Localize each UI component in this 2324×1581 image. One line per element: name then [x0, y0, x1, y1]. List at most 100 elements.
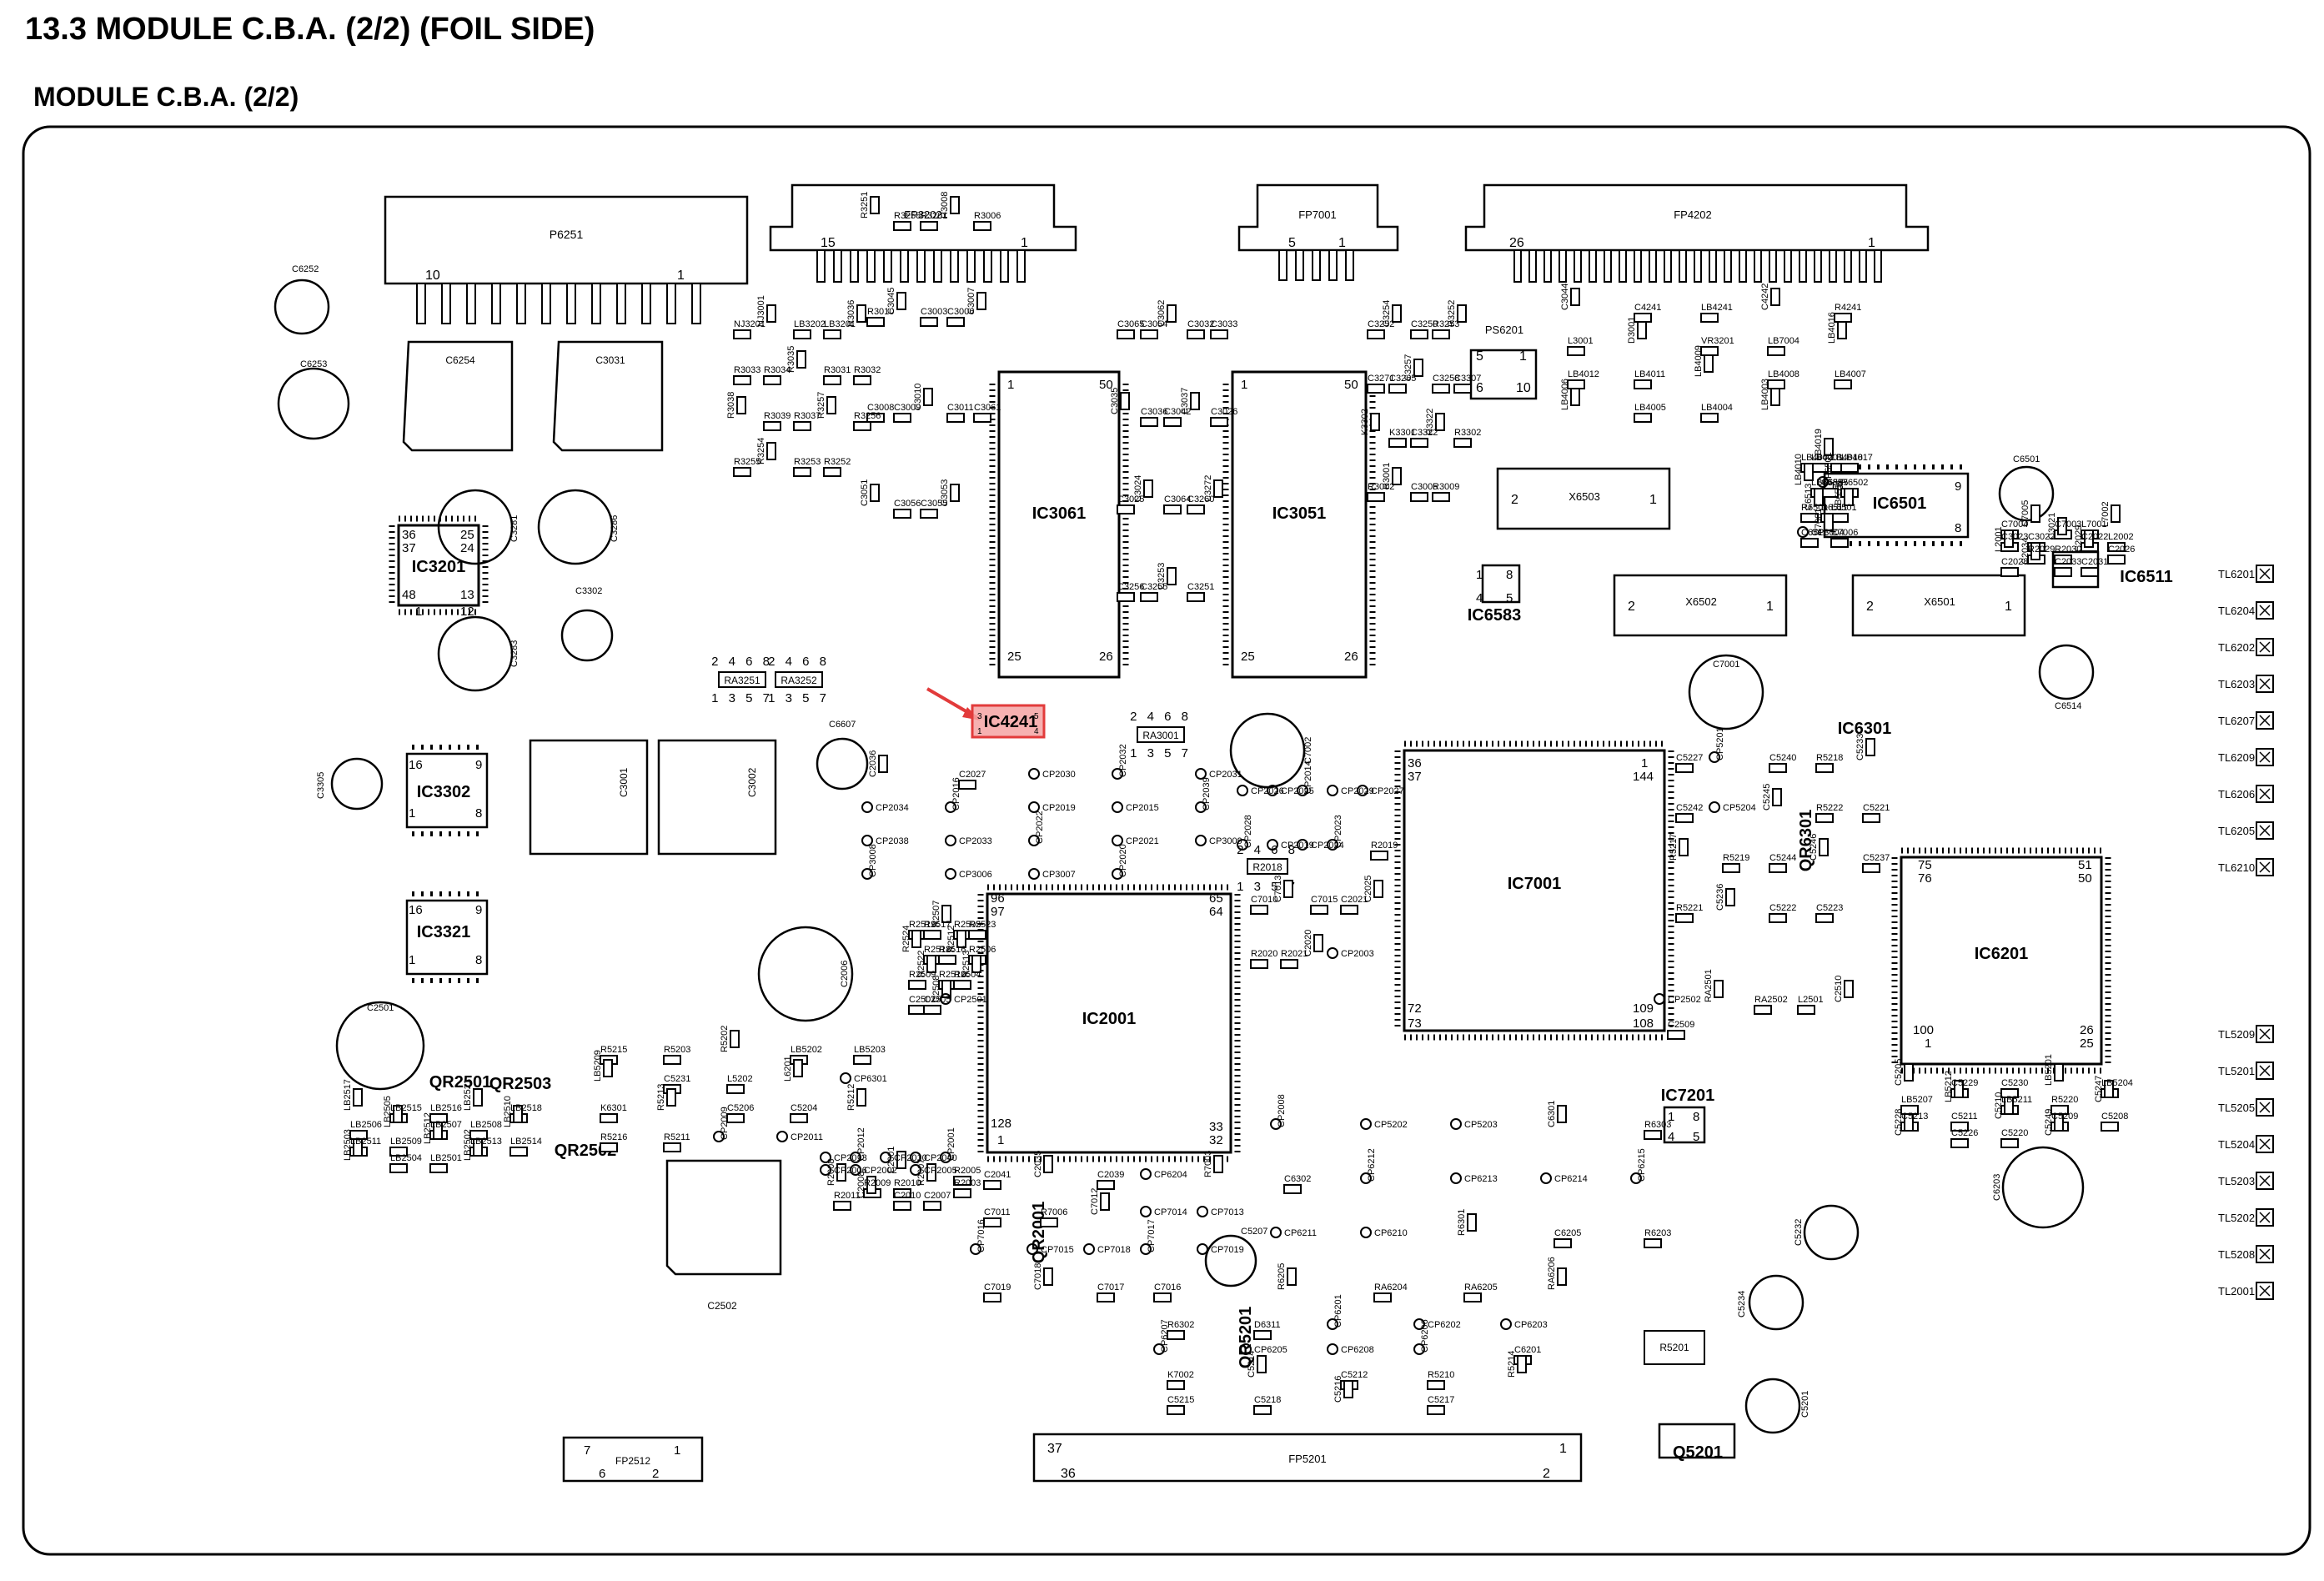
smd-pad — [946, 413, 965, 423]
svg-text:FP3202: FP3202 — [904, 208, 942, 221]
svg-text:1: 1 — [1519, 349, 1527, 364]
test-point-pad — [2256, 675, 2274, 693]
smd-pad — [941, 905, 951, 923]
smd-pad — [603, 1059, 613, 1077]
component-ref-label: R3255 — [734, 457, 760, 467]
component-ref-label: R5219 — [1723, 853, 1749, 863]
component-ref-label: R3322 — [1425, 409, 1435, 435]
svg-text:9: 9 — [475, 758, 482, 772]
smd-pad — [1797, 1005, 1815, 1015]
smd-pad — [1373, 880, 1383, 898]
component-ref-label: CP2029 — [1341, 786, 1374, 796]
crystal-x6502: X6502 2 1 — [1613, 574, 1788, 637]
component-ref-label: C5228 — [1894, 1109, 1904, 1136]
smd-pad — [1097, 1292, 1115, 1302]
check-point-pad — [1327, 839, 1338, 851]
smd-pad — [733, 467, 751, 477]
smd-pad — [893, 221, 911, 231]
smd-pad — [1667, 1030, 1685, 1040]
smd-pad — [663, 1055, 681, 1065]
smd-pad — [1367, 384, 1385, 394]
component-ref-label: C7006 — [1831, 528, 1858, 538]
component-ref-label: R3032 — [854, 365, 881, 375]
svg-text:FP5201: FP5201 — [1288, 1453, 1327, 1465]
ic3051-body — [1231, 370, 1368, 679]
component-ref-label: C2035 — [1033, 1151, 1043, 1177]
q5201-label: Q5201 — [1673, 1443, 1723, 1462]
component-ref-label: CP6212 — [1367, 1148, 1377, 1182]
component-ref-label: K3302 — [1360, 409, 1370, 435]
smd-pad — [973, 413, 991, 423]
connector-fp4202: FP4202 26 1 — [1464, 183, 1930, 283]
smd-pad — [950, 484, 960, 502]
test-point-mark — [2259, 1212, 2271, 1223]
smd-pad — [1370, 413, 1380, 431]
component-ref-label: C5209 — [2051, 1112, 2078, 1122]
component-ref-label: L2001 — [1994, 526, 2004, 552]
check-point-pad — [1140, 1206, 1152, 1217]
component-ref-label: R3037 — [794, 411, 821, 421]
component-ref-label: C3255 — [1141, 582, 1167, 592]
component-ref-label: LB4005 — [1634, 403, 1666, 413]
smd-pad — [2054, 567, 2072, 577]
check-point-pad — [1360, 1118, 1372, 1130]
smd-pad — [853, 1055, 871, 1065]
component-ref-label: CP6301 — [854, 1074, 887, 1084]
component-ref-label: R5212 — [846, 1084, 856, 1111]
component-ref-label: C3258 — [1433, 374, 1459, 384]
svg-text:5: 5 — [1693, 1130, 1699, 1144]
smd-pad — [1644, 1130, 1662, 1140]
test-point-column: TL6201TL6204TL6202TL6203TL6207TL6209TL62… — [2218, 565, 2274, 1300]
smd-pad — [1287, 1267, 1297, 1286]
smd-pad — [1865, 738, 1875, 756]
component-ref-label: R3039 — [764, 411, 791, 421]
smd-pad — [2111, 504, 2121, 523]
svg-text:100: 100 — [1913, 1023, 1934, 1037]
check-point-pad — [1630, 1172, 1642, 1184]
component-ref-label: C3256 — [1117, 582, 1144, 592]
svg-text:1: 1 — [1007, 378, 1014, 392]
svg-text:C3002: C3002 — [746, 767, 758, 797]
check-point-pad — [1028, 801, 1040, 813]
component-ref-label: R3033 — [734, 365, 760, 375]
component-ref-label: C2026 — [2108, 545, 2135, 555]
svg-text:36: 36 — [1408, 756, 1422, 770]
component-ref-label: C7018 — [1033, 1263, 1043, 1290]
component-ref-label: CP2023 — [1333, 815, 1343, 848]
component-ref-label: C2020 — [1303, 930, 1313, 956]
test-point-label: TL5201 — [2218, 1065, 2255, 1077]
smd-pad — [2057, 517, 2067, 535]
svg-text:33: 33 — [1209, 1120, 1223, 1134]
smd-pad — [893, 1188, 911, 1198]
ic6501-body — [1823, 472, 1970, 539]
component-ref-label: C3024 — [1133, 475, 1143, 502]
smd-pad — [976, 292, 986, 310]
component-ref-label: L7001 — [2081, 519, 2107, 530]
svg-text:C3031: C3031 — [595, 354, 625, 366]
check-point-pad — [1140, 1243, 1152, 1255]
smd-pad — [1427, 1405, 1445, 1415]
smd-pad — [1567, 379, 1585, 389]
svg-text:FP7001: FP7001 — [1298, 208, 1337, 221]
component-ref-label: C5247 — [2094, 1076, 2104, 1102]
svg-text:1: 1 — [674, 1443, 680, 1458]
component-ref-label: CP7015 — [1041, 1245, 1074, 1255]
svg-text:144: 144 — [1633, 770, 1654, 784]
component-ref-label: C5244 — [1769, 853, 1796, 863]
smd-pad — [1675, 763, 1694, 773]
test-point-mark — [2259, 568, 2271, 580]
component-ref-label: C5226 — [1951, 1128, 1978, 1138]
smd-pad — [1140, 592, 1158, 602]
component-ref-label: LB4017 — [1841, 453, 1873, 463]
component-ref-label: C3042 — [1164, 407, 1191, 417]
component-ref-label: LB2512 — [423, 1112, 433, 1144]
smd-pad — [389, 1163, 408, 1173]
smd-pad — [870, 484, 880, 502]
test-point-pad — [2256, 1245, 2274, 1263]
test-point-pad — [2256, 858, 2274, 876]
component-ref-label: CP3008 — [868, 844, 878, 877]
component-ref-label: C5206 — [727, 1103, 754, 1113]
smd-pad — [1167, 1405, 1185, 1415]
smd-pad — [1187, 504, 1205, 514]
svg-text:1: 1 — [1476, 568, 1483, 582]
